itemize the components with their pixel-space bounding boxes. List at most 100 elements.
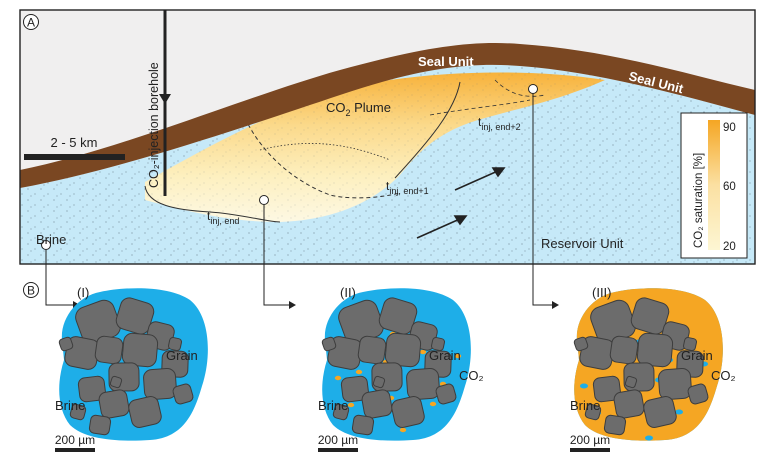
co2-blob [334,375,342,381]
time-label-t-inj-end-plus-1: tinj, end+1 [386,179,429,196]
panel-b-letter-circle [23,282,39,298]
grain [69,403,87,421]
grain [592,375,622,403]
case-numeral: (III) [592,285,612,300]
grain [58,336,74,352]
contour-inner-dashed [494,79,546,97]
co2-blob [419,349,427,355]
scale-um-label: 200 µm [55,433,95,447]
brine-label: Brine [36,232,66,247]
case-numeral: (II) [340,285,356,300]
grain [351,414,375,436]
grain [332,403,350,421]
co2-blob [399,427,407,433]
grain [624,375,638,389]
sampling-points [41,84,538,250]
grain [128,396,162,428]
residual-brine-blob [675,409,683,415]
co2-blob [454,353,462,359]
contour-inner-dotted [259,143,391,161]
brine-label-pore: Brine [55,398,85,413]
grain [143,367,177,401]
grain [603,414,627,436]
grain-label: Grain [429,348,461,363]
grain [77,375,107,403]
grain [584,403,602,421]
panel-a-cross-section: A CO₂-injection borehole 2 - 5 km CO2 Pl… [19,9,756,265]
scale-bar-um [318,448,358,452]
colorbar-gradient [708,120,720,250]
contour-inner-dashed-2 [429,99,531,116]
scale-bar-um [570,448,610,452]
grain [391,396,425,428]
grain [357,335,387,365]
seal-unit [20,43,755,189]
grain [88,414,112,436]
case-numeral: (I) [77,285,89,300]
contour-t-inj-end-plus-2 [394,81,461,179]
residual-brine-blob [580,383,588,389]
grain [658,367,692,401]
grain [643,396,677,428]
grain [361,389,393,419]
colorbar-tick-20: 20 [723,241,736,253]
co2-saturation-colorbar: CO₂ saturation [%] 90 60 20 [680,112,748,259]
scale-um-label: 200 µm [318,433,358,447]
residual-brine-blob [645,435,653,441]
grain [687,383,709,405]
colorbar-tick-60: 60 [723,181,736,193]
grain [321,336,337,352]
scale-um-label: 200 µm [570,433,610,447]
co2-blob [347,402,355,408]
borehole-label: CO₂-injection borehole [147,62,161,188]
colorbar-title: CO₂ saturation [%] [693,153,705,248]
migration-arrows [416,167,506,239]
time-label-t-inj-end-plus-2: tinj, end+2 [478,115,521,132]
grain-label: Grain [681,348,713,363]
reservoir-unit-label: Reservoir Unit [541,236,624,251]
co2-blob [429,401,437,407]
grain [430,336,446,352]
grain [109,375,123,389]
plume-label: CO2 Plume [326,100,391,118]
grain [384,332,422,368]
grain [115,297,155,335]
seal-unit-label-left: Seal Unit [418,54,474,69]
panel-a-letter: A [27,16,35,30]
injection-borehole [159,10,171,196]
grain-label: Grain [166,348,198,363]
scale-bar-um [55,448,95,452]
scale-km-label: 2 - 5 km [51,135,98,150]
grain [378,297,418,335]
panel-b-letter: B [27,284,35,298]
grain [435,383,457,405]
grain [636,332,674,368]
grain [372,375,386,389]
grain [613,389,645,419]
co2-label-pore: CO₂ [711,368,736,383]
grain [98,389,130,419]
panel-a-frame [19,9,756,265]
colorbar-tick-90: 90 [723,122,736,134]
panel-a-letter-circle [23,14,39,30]
grain [406,367,440,401]
grain [121,332,159,368]
grain [172,383,194,405]
grain [630,297,670,335]
time-label-t-inj-end: tinj, end [207,209,239,226]
brine-label-pore: Brine [318,398,348,413]
grain [609,335,639,365]
contour-t-inj-end-plus-1 [244,117,401,199]
grain [340,375,370,403]
scale-bar-km [24,154,125,160]
co2-label-pore: CO₂ [459,368,484,383]
grain [94,335,124,365]
co2-blob [355,369,363,375]
grain [167,336,183,352]
grain [573,336,589,352]
